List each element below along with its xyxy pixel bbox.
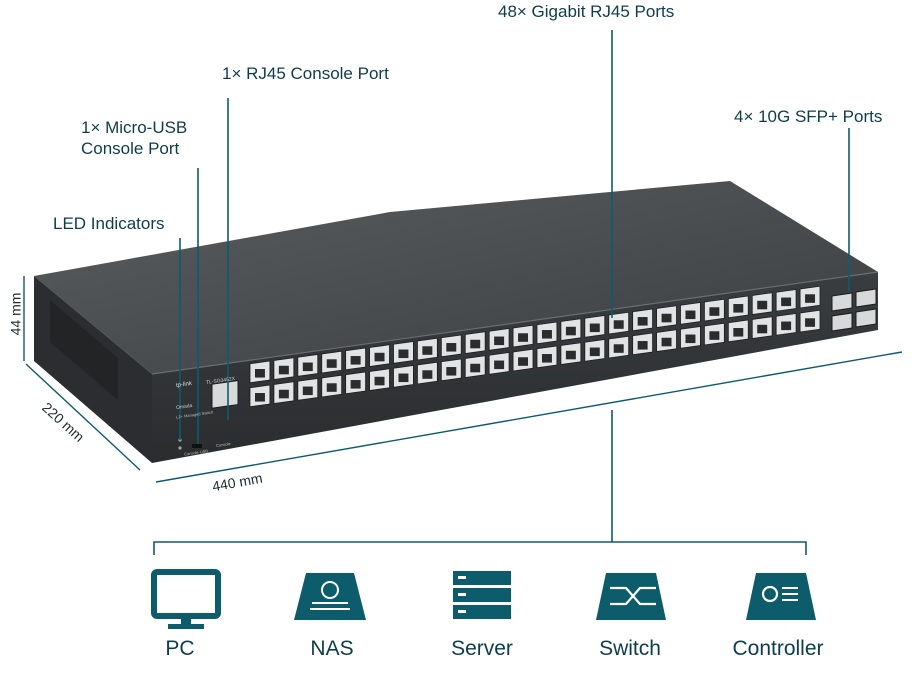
callout-gigabit-ports: 48× Gigabit RJ45 Ports — [498, 2, 675, 21]
led-indicator — [178, 446, 182, 450]
rj45-port-socket — [637, 317, 648, 326]
rj45-port-socket — [685, 310, 696, 320]
controller-icon — [746, 573, 816, 620]
rj45-port-socket — [374, 376, 385, 386]
rj45-port-socket — [781, 297, 792, 307]
rj45-port-socket — [470, 339, 481, 349]
rj45-port-socket — [757, 324, 768, 334]
rj45-port-block — [249, 285, 821, 408]
switch-icon — [596, 573, 666, 620]
micro-usb-port — [192, 444, 202, 448]
rj45-port-socket — [589, 347, 600, 357]
rj45-port-socket — [613, 344, 624, 353]
rj45-port-socket — [661, 313, 672, 323]
rj45-port-socket — [278, 389, 289, 399]
chassis-top — [34, 181, 878, 374]
rj45-port-socket — [565, 326, 576, 336]
rj45-port-socket — [350, 380, 361, 389]
callout-microusb-line1: 1× Micro-USB — [81, 118, 188, 137]
server-icon — [453, 571, 511, 619]
dim-line-width — [155, 351, 903, 483]
device-label-switch: Switch — [599, 637, 661, 660]
device-label-server: Server — [451, 637, 513, 660]
rj45-port-socket — [302, 362, 313, 372]
rj45-port-socket — [326, 359, 337, 368]
vent-grille — [50, 300, 118, 400]
rj45-port-socket — [398, 373, 409, 383]
rj45-port-socket — [278, 365, 289, 375]
rj45-port-socket — [350, 356, 361, 365]
rj45-port-socket — [422, 370, 433, 379]
rj45-port-socket — [613, 320, 624, 329]
rj45-port-socket — [733, 304, 744, 313]
rj45-port-socket — [685, 334, 696, 344]
callout-led-indicators: LED Indicators — [53, 214, 165, 233]
nas-icon — [294, 573, 366, 620]
rj45-port-socket — [637, 341, 648, 350]
rj45-port-socket — [422, 346, 433, 355]
rj45-port-socket — [757, 300, 768, 310]
device-label-controller: Controller — [732, 637, 824, 660]
rj45-port-socket — [518, 357, 529, 366]
rj45-port-socket — [805, 294, 816, 303]
dimension-height: 44 mm — [7, 292, 24, 336]
rj45-console-port — [211, 379, 239, 409]
rj45-port-socket — [733, 328, 744, 337]
rj45-port-socket — [541, 354, 552, 363]
pc-icon — [151, 569, 221, 629]
rj45-port-socket — [565, 350, 576, 360]
rj45-port-socket — [254, 369, 265, 378]
rj45-port-socket — [709, 331, 720, 340]
rj45-port-socket — [494, 336, 505, 346]
rj45-port-socket — [302, 386, 313, 396]
device-label-pc: PC — [165, 637, 195, 660]
rj45-port-socket — [326, 383, 337, 392]
callout-sfp-ports: 4× 10G SFP+ Ports — [734, 107, 883, 126]
callout-rj45-console: 1× RJ45 Console Port — [222, 64, 389, 83]
sfp-port-block — [831, 288, 877, 332]
rj45-port-socket — [446, 367, 457, 376]
rj45-port-socket — [398, 349, 409, 359]
rj45-port-socket — [470, 363, 481, 373]
rj45-port-socket — [781, 321, 792, 331]
callout-microusb-line2: Console Port — [81, 139, 180, 158]
rj45-port-socket — [446, 343, 457, 352]
dim-line-depth — [25, 363, 141, 471]
device-bracket — [153, 541, 807, 555]
rj45-port-socket — [254, 393, 265, 402]
rj45-port-socket — [661, 337, 672, 347]
rj45-port-socket — [374, 352, 385, 362]
rj45-port-socket — [709, 307, 720, 316]
rj45-port-socket — [541, 330, 552, 339]
rj45-port-socket — [494, 360, 505, 370]
rj45-port-socket — [589, 323, 600, 333]
rj45-port-socket — [805, 318, 816, 327]
rj45-port-socket — [518, 333, 529, 342]
device-label-nas: NAS — [310, 637, 354, 660]
